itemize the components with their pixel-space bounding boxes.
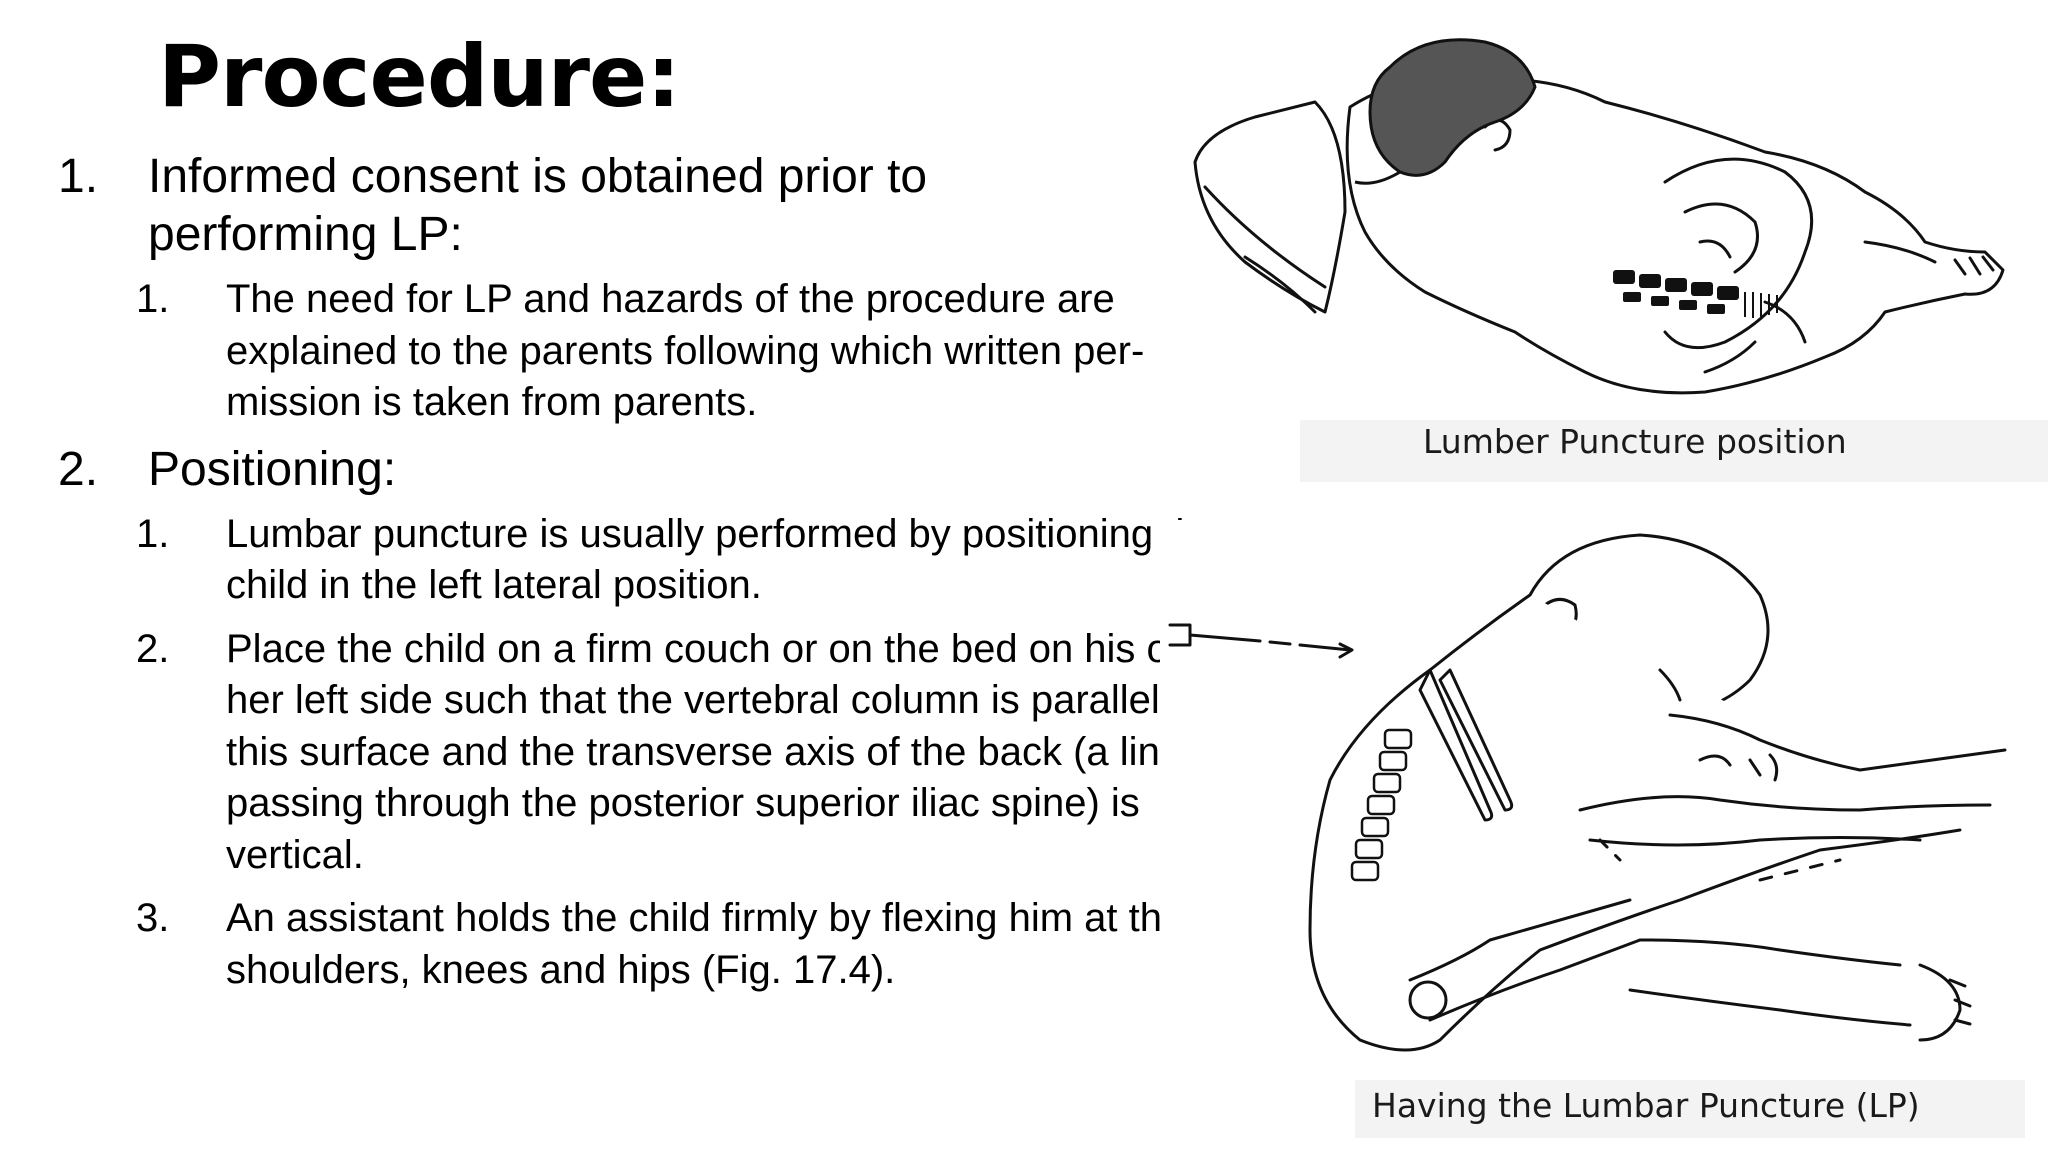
substep: 1. Lumbar puncture is usually performed … <box>136 509 1220 612</box>
figure-having-lp: Having the Lumbar Puncture (LP) <box>1160 520 2048 1140</box>
procedure-list: 1. Informed consent is obtained prior to… <box>58 148 1220 1008</box>
bottom-caption: Having the Lumbar Puncture (LP) <box>1372 1086 1920 1125</box>
substep-text: Place the child on a firm couch or on th… <box>226 626 1205 877</box>
caption-band <box>1355 1080 2025 1138</box>
step-number: 2. <box>58 442 99 496</box>
substep-number: 1. <box>136 277 170 321</box>
lp-position-illustration <box>1193 38 2005 395</box>
substeps: 1. The need for LP and hazards of the pr… <box>136 274 1158 429</box>
substep: 1. The need for LP and hazards of the pr… <box>136 274 1158 429</box>
step-positioning: 2. Positioning: 1. Lumbar puncture is us… <box>58 441 1220 997</box>
having-lp-illustration <box>1168 533 2007 1052</box>
substep-text: An assistant holds the child firmly by f… <box>226 896 1185 992</box>
substep-number: 2. <box>136 626 170 671</box>
substep: 2. Place the child on a firm couch or on… <box>136 624 1204 882</box>
substep: 3. An assistant holds the child firmly b… <box>136 893 1184 996</box>
substeps: 1. Lumbar puncture is usually performed … <box>136 509 1220 997</box>
step-text: Positioning: <box>148 442 397 496</box>
step-number: 1. <box>58 150 99 203</box>
substep-text: The need for LP and hazards of the proce… <box>226 277 1145 424</box>
substep-number: 1. <box>136 511 170 556</box>
figure-lp-position: Lumber Puncture position <box>1165 12 2048 482</box>
caption-band <box>1300 420 2048 482</box>
slide-title: Procedure: <box>158 27 681 127</box>
step-consent: 1. Informed consent is obtained prior to… <box>58 148 1158 429</box>
step-text: Informed consent is obtained prior to pe… <box>148 150 928 261</box>
substep-number: 3. <box>136 896 170 940</box>
main-steps: 1. Informed consent is obtained prior to… <box>58 148 1220 997</box>
substep-text: Lumbar puncture is usually performed by … <box>226 511 1220 608</box>
top-caption: Lumber Puncture position <box>1423 422 1847 461</box>
